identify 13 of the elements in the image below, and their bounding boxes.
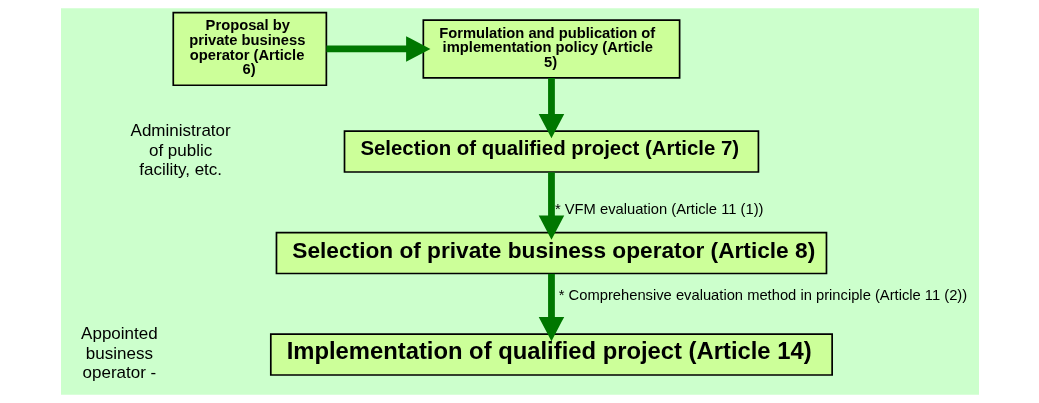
node-box: Proposal by private business operator (Article 6) <box>171 11 327 87</box>
edge-label: * Comprehensive evaluation method in principle (Article 11 (2)) <box>558 287 967 304</box>
arrow <box>325 36 430 62</box>
node-box: Selection of private business operator (Article 8) <box>275 231 827 275</box>
node-box: Selection of qualified project (Article 7) <box>343 130 759 173</box>
arrow <box>538 78 564 139</box>
arrow <box>538 273 564 342</box>
node-box: Formulation and publication of implementation policy (Article 5) <box>421 19 680 79</box>
label: Administrator of public facility, etc. <box>130 121 231 179</box>
node-box: Implementation of qualified project (Article 14) <box>269 333 833 376</box>
arrow <box>538 172 564 240</box>
edge-label: * VFM evaluation (Article 11 (1)) <box>554 200 763 217</box>
label: Appointed business operator - <box>80 324 158 382</box>
